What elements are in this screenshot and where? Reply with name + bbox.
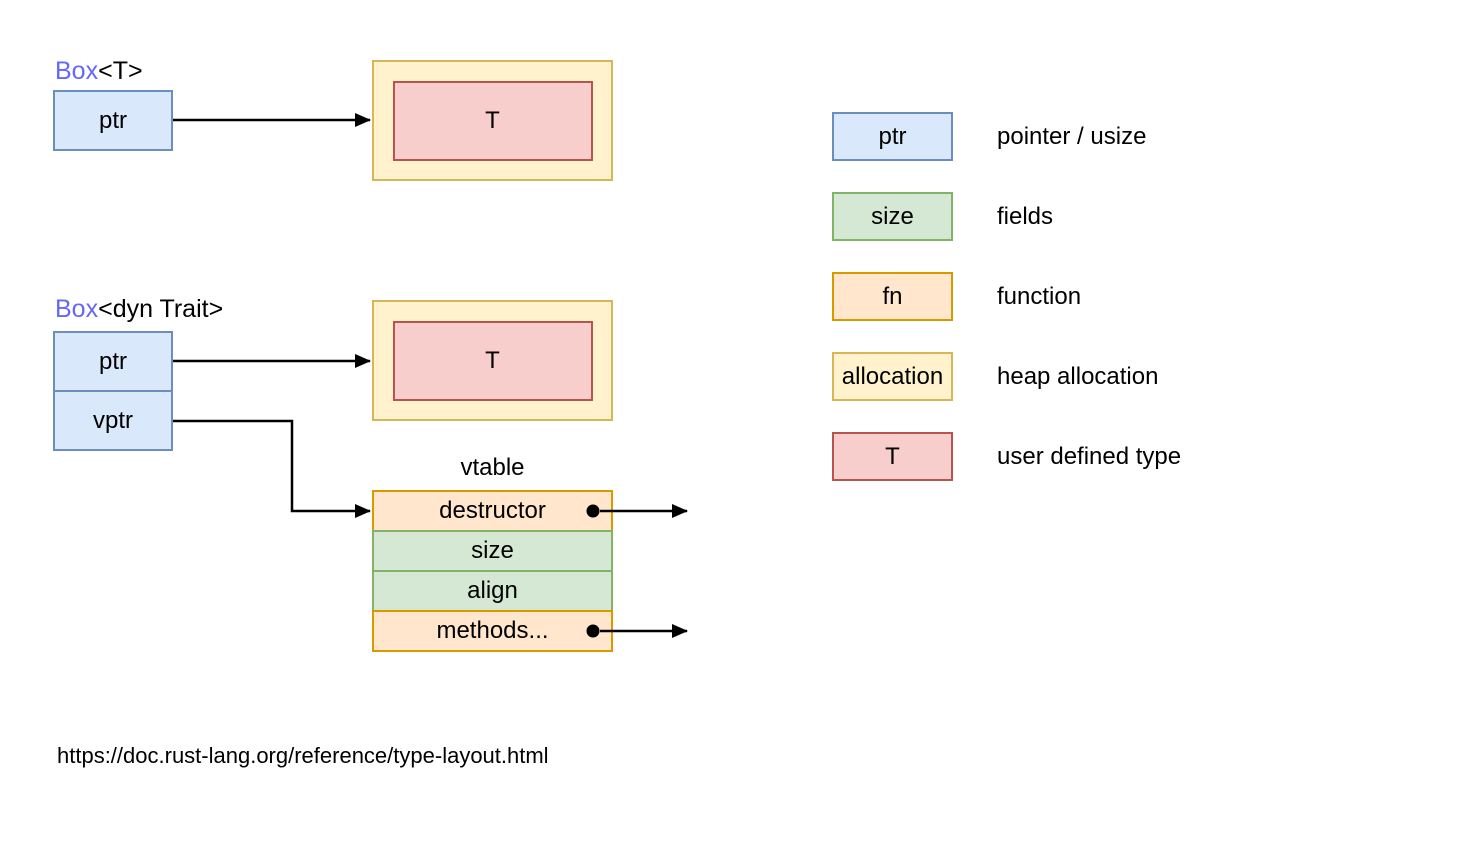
vtable-title: vtable bbox=[460, 454, 525, 481]
source-url-text: https://doc.rust-lang.org/reference/type… bbox=[57, 743, 549, 768]
box-dyn-vptr-cell: vptr bbox=[53, 390, 173, 451]
box-t-ptr-cell: ptr bbox=[53, 90, 173, 151]
legend-label-function: function bbox=[997, 283, 1082, 310]
box-t-type-cell: T bbox=[392, 80, 593, 161]
box-keyword: Box bbox=[55, 57, 99, 85]
legend-label-pointer: pointer / usize bbox=[997, 123, 1147, 150]
vtable-row-size: size bbox=[372, 530, 613, 572]
box-dyn-ptr-cell: ptr bbox=[53, 331, 173, 392]
legend-swatch-allocation: allocation bbox=[832, 352, 953, 401]
vtable-row-align: align bbox=[372, 570, 613, 612]
legend-label-fields: fields bbox=[997, 203, 1054, 230]
legend-swatch-fn: fn bbox=[832, 272, 953, 321]
legend-swatch-ptr: ptr bbox=[832, 112, 953, 161]
legend-swatch-type: T bbox=[832, 432, 953, 481]
vtable-row-methods: methods... bbox=[372, 610, 613, 652]
vtable-row-destructor: destructor bbox=[372, 490, 613, 532]
box-t-generic: <T> bbox=[98, 57, 143, 85]
legend-label-user-defined-type: user defined type bbox=[997, 443, 1182, 470]
legend-label-heap-allocation: heap allocation bbox=[997, 363, 1159, 390]
arrow-vptr-to-vtable bbox=[173, 419, 371, 518]
box-dyn-heap-allocation: T bbox=[372, 300, 613, 421]
box-dyn-type-cell: T bbox=[392, 320, 593, 401]
box-t-heap-allocation: T bbox=[372, 60, 613, 181]
legend-swatch-size: size bbox=[832, 192, 953, 241]
box-dyn-generic: <dyn Trait> bbox=[98, 295, 224, 323]
box-dyn-title: Box<dyn Trait> bbox=[55, 296, 223, 322]
box-keyword: Box bbox=[55, 295, 99, 323]
box-t-title: Box<T> bbox=[55, 58, 143, 84]
